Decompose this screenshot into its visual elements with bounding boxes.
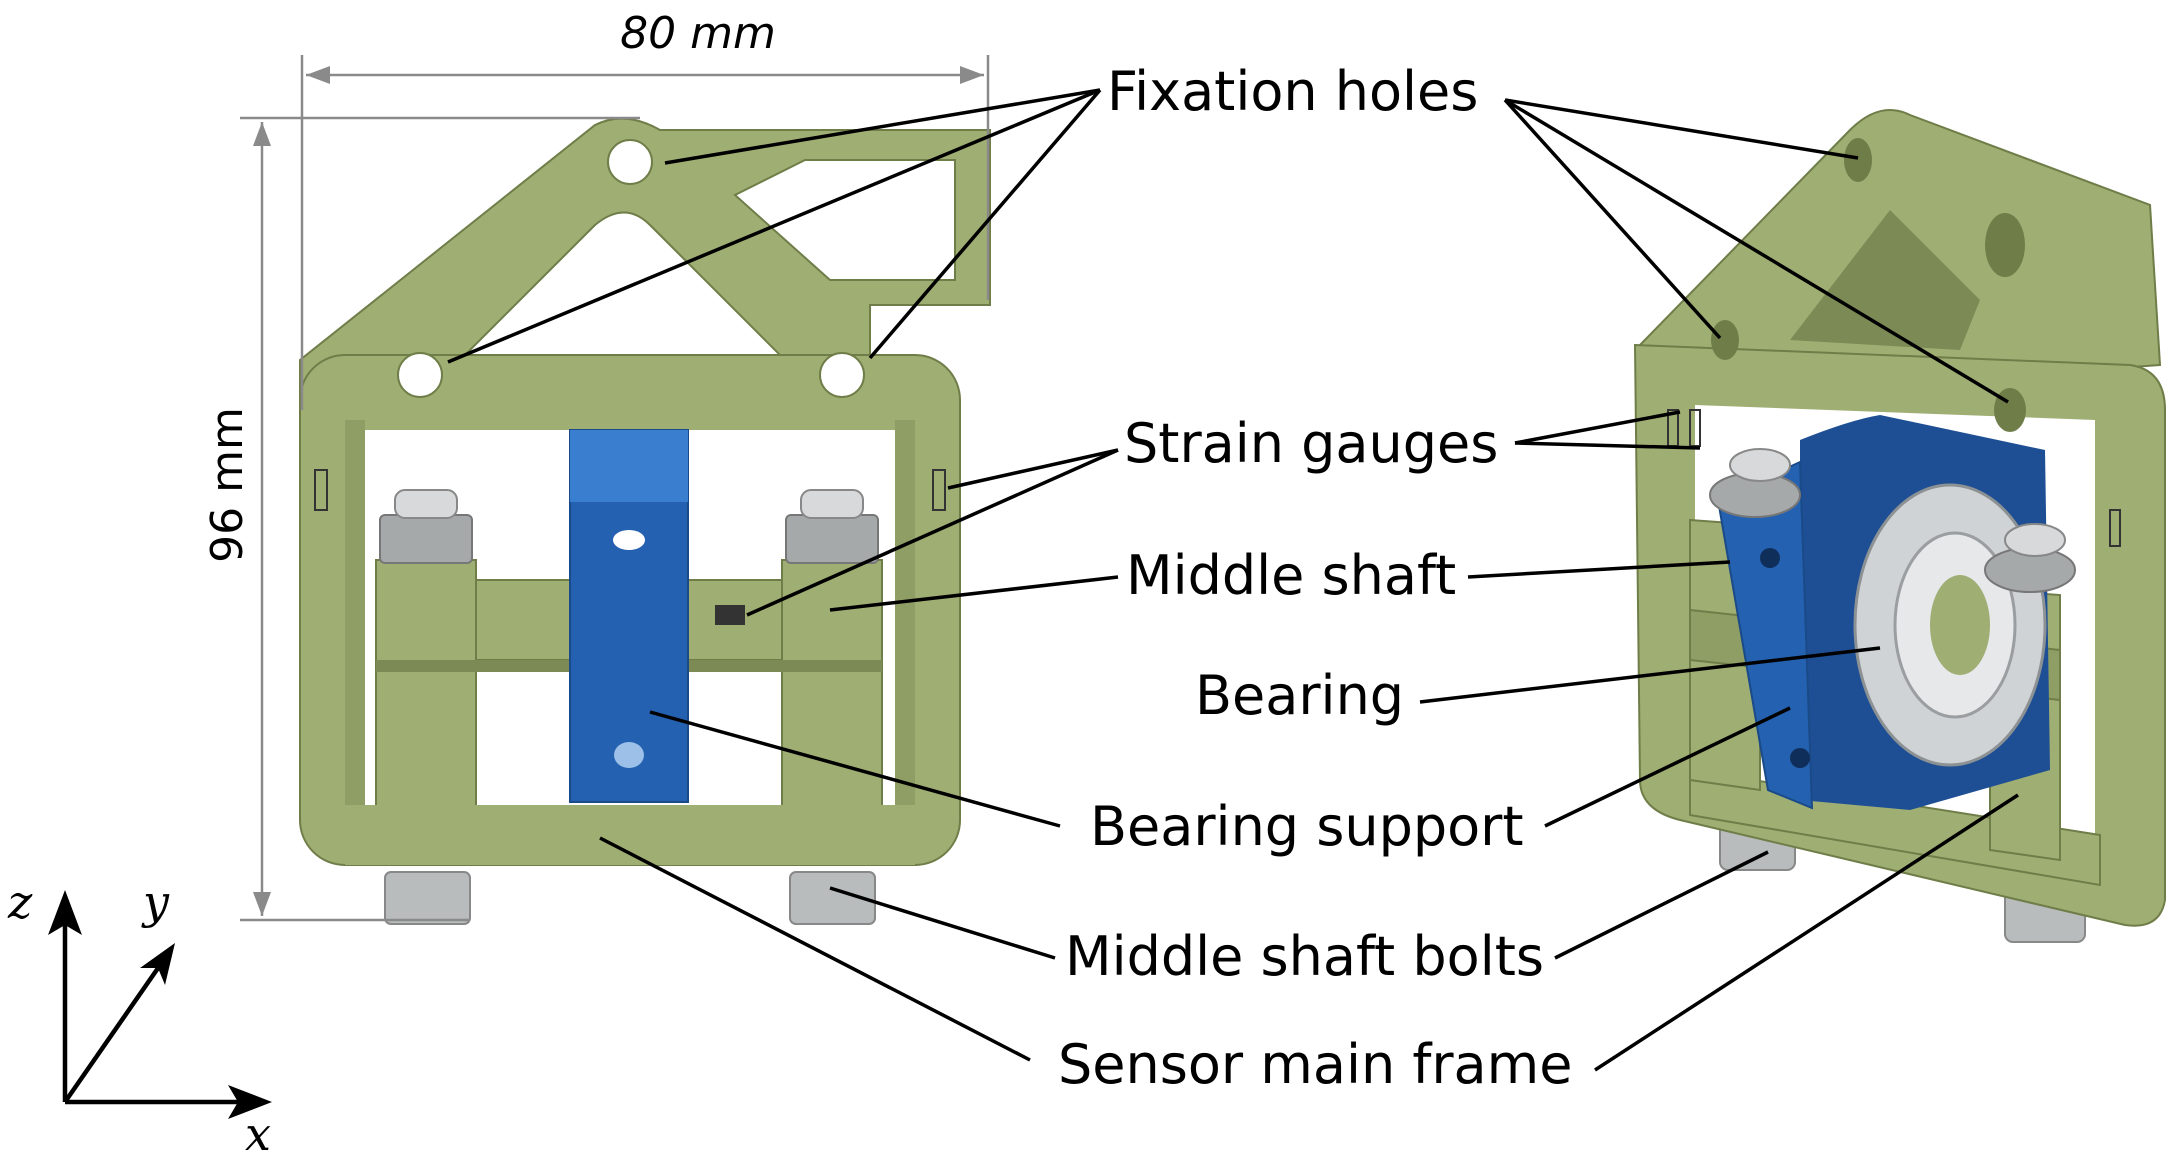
front-bolt-bottom-left [384,871,471,925]
leader-lines [447,88,2019,1072]
front-bearing-support-top [570,430,688,502]
label-bearing-support: Bearing support [1090,795,1524,858]
label-middle-shaft: Middle shaft [1126,544,1456,607]
persp-bearing-bore [1930,575,1990,675]
front-fixation-hole-top [607,139,653,185]
persp-fixation-hole-top [1844,138,1872,182]
front-nut-left [379,489,473,564]
persp-fixation-hole-left [1711,320,1739,360]
front-bolt-bottom-right [789,871,876,925]
coordinate-axes [48,890,272,1119]
front-strain-gauge-center [715,605,745,625]
persp-bracket-hole [1985,213,2025,277]
persp-nut-left [1709,448,1801,518]
front-strain-gauge-right [932,469,946,511]
front-fixation-hole-left [397,352,443,398]
front-strain-gauge-left [314,469,328,511]
persp-bracket-cutout [1790,210,1980,350]
persp-bearing-support-hole-bottom [1790,748,1810,768]
front-bracket-cutout-left [442,211,803,376]
axis-z-label: z [7,875,33,929]
front-lower-frame-bar [345,805,915,865]
label-sensor-main-frame: Sensor main frame [1058,1033,1572,1096]
front-bracket-cutout-right [733,159,956,281]
label-middle-shaft-bolts: Middle shaft bolts [1065,925,1544,988]
front-bearing-support-hole-bottom [614,742,644,768]
axis-y-label: y [141,875,170,929]
dimension-height-label: 96 mm [202,407,253,563]
axis-x-label: x [245,1107,271,1161]
persp-nut-right [1984,523,2076,593]
perspective-view [1633,109,2166,943]
front-fixation-hole-right [819,352,865,398]
persp-bearing-support-hole-top [1760,548,1780,568]
label-fixation-holes: Fixation holes [1107,60,1478,123]
front-right-ledge [895,420,915,805]
front-bearing-support-hole-top [613,530,645,550]
front-nut-right [785,489,879,564]
front-view [299,117,991,925]
dimension-height [240,116,640,922]
dimension-width-label: 80 mm [620,8,776,59]
persp-strain-gauge-2 [1689,409,1701,447]
label-bearing: Bearing [1195,664,1404,727]
dimension-width [300,55,990,410]
persp-strain-gauge-3 [2109,509,2121,547]
front-left-ledge [345,420,365,805]
label-strain-gauges: Strain gauges [1124,412,1498,475]
